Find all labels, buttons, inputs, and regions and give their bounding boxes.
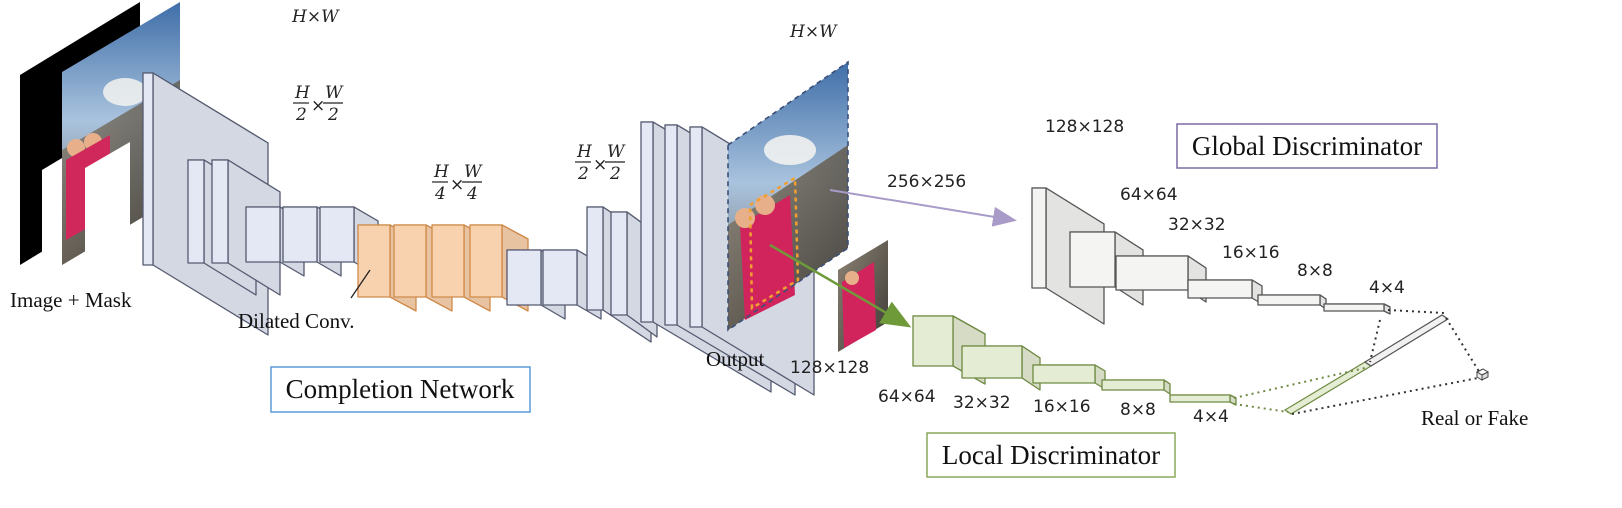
global-conv-layer bbox=[1115, 255, 1207, 303]
completion-network-title: Completion Network bbox=[286, 374, 515, 404]
global-discriminator-box: Global Discriminator bbox=[1176, 123, 1438, 169]
svg-text:W: W bbox=[464, 162, 483, 182]
local-arrow bbox=[769, 243, 912, 328]
local-crop-image bbox=[838, 240, 888, 352]
svg-text:4: 4 bbox=[466, 184, 478, 204]
global-discriminator-title: Global Discriminator bbox=[1192, 131, 1422, 161]
global-layer-size: 64×64 bbox=[1120, 185, 1178, 205]
global-input-size: 256×256 bbox=[887, 172, 966, 192]
dilated-conv-label: Dilated Conv. bbox=[238, 309, 354, 333]
local-conv-layer bbox=[1169, 394, 1237, 406]
global-conv-layer bbox=[1187, 279, 1263, 305]
global-conv-layer bbox=[1257, 294, 1327, 310]
local-layer-size: 8×8 bbox=[1120, 400, 1156, 420]
connection-lines bbox=[1233, 309, 1481, 415]
size-label-full: H×W bbox=[291, 7, 340, 27]
input-label: Image + Mask bbox=[10, 288, 132, 312]
output-label: Output bbox=[706, 347, 765, 371]
size-label-quarter: H 4 × W 4 bbox=[432, 162, 483, 204]
dilated-pointer bbox=[350, 269, 371, 299]
svg-text:2: 2 bbox=[609, 164, 621, 184]
svg-text:2: 2 bbox=[295, 105, 307, 125]
local-discriminator-box: Local Discriminator bbox=[926, 432, 1176, 478]
svg-text:4: 4 bbox=[434, 184, 446, 204]
completion-network-box: Completion Network bbox=[270, 366, 531, 413]
global-layer-size: 16×16 bbox=[1222, 243, 1280, 263]
real-or-fake-label: Real or Fake bbox=[1421, 406, 1528, 430]
size-label-half-left: H 2 × W 2 bbox=[293, 83, 344, 125]
local-crop-size: 128×128 bbox=[790, 358, 869, 378]
svg-text:W: W bbox=[607, 142, 626, 162]
global-layer-size: 128×128 bbox=[1045, 117, 1124, 137]
svg-text:×: × bbox=[593, 155, 607, 175]
size-label-output-full: H×W bbox=[789, 22, 838, 42]
local-conv-layer bbox=[1032, 364, 1106, 390]
svg-text:H: H bbox=[433, 162, 450, 182]
local-conv-layer bbox=[1101, 379, 1171, 395]
local-layer-size: 4×4 bbox=[1193, 407, 1229, 427]
local-conv-layer bbox=[961, 345, 1041, 391]
svg-text:2: 2 bbox=[327, 105, 339, 125]
global-layer-size: 32×32 bbox=[1168, 215, 1226, 235]
local-layer-size: 64×64 bbox=[878, 387, 936, 407]
svg-text:H: H bbox=[576, 142, 593, 162]
global-discriminator-layers bbox=[1031, 187, 1391, 325]
svg-text:W: W bbox=[325, 83, 344, 103]
svg-text:H: H bbox=[294, 83, 311, 103]
global-arrow bbox=[829, 189, 1017, 227]
global-layer-size: 8×8 bbox=[1297, 261, 1333, 281]
global-conv-layer bbox=[1323, 303, 1391, 315]
local-discriminator-title: Local Discriminator bbox=[942, 440, 1160, 470]
svg-text:×: × bbox=[450, 175, 464, 195]
final-output-node bbox=[1475, 368, 1490, 381]
local-discriminator-layers bbox=[912, 315, 1237, 406]
svg-text:2: 2 bbox=[577, 164, 589, 184]
size-label-half-right: H 2 × W 2 bbox=[575, 142, 626, 184]
output-image bbox=[727, 60, 849, 332]
local-layer-size: 16×16 bbox=[1033, 397, 1091, 417]
svg-text:×: × bbox=[311, 96, 325, 116]
global-layer-size: 4×4 bbox=[1369, 278, 1405, 298]
local-layer-size: 32×32 bbox=[953, 393, 1011, 413]
concat-layer bbox=[1283, 314, 1450, 415]
